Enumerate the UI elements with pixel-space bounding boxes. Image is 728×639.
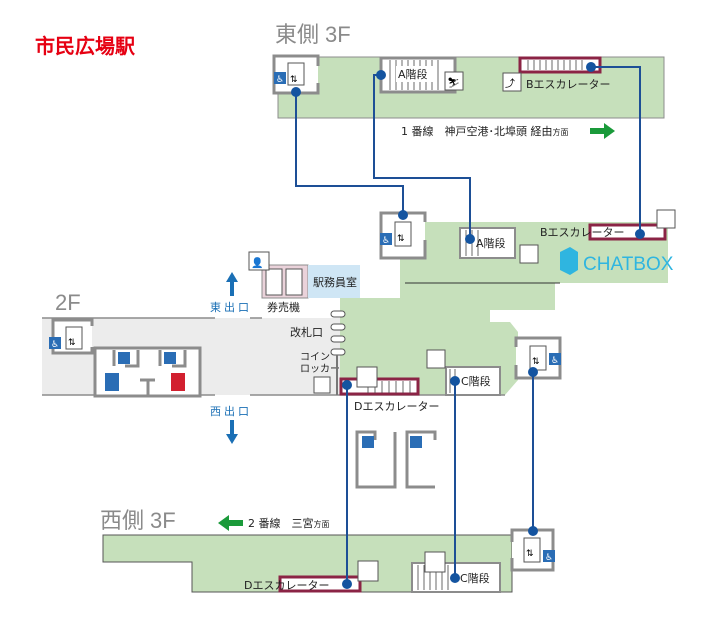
2f-escalator-d-label: Dエスカレーター bbox=[354, 400, 439, 413]
svg-text:⇅: ⇅ bbox=[68, 338, 76, 348]
2f-escalator-d[interactable]: Dエスカレーター bbox=[339, 366, 439, 413]
east-stairs-label: A階段 bbox=[398, 67, 428, 81]
2f-exit-west[interactable]: 西出口 bbox=[210, 404, 252, 444]
2f-stairs-a-label: A階段 bbox=[476, 236, 506, 250]
elevator-icon bbox=[529, 345, 547, 371]
gate-label: 改札口 bbox=[290, 325, 323, 339]
svg-text:⇅: ⇅ bbox=[532, 357, 540, 367]
escalator-icon bbox=[357, 560, 379, 582]
east-escalator-b[interactable]: ⤴ Bエスカレーター bbox=[502, 56, 611, 92]
svg-text:⇅: ⇅ bbox=[526, 549, 534, 559]
svg-text:♿: ♿ bbox=[276, 75, 284, 85]
ticket-label: 券売機 bbox=[267, 300, 300, 314]
wheelchair-icon bbox=[118, 352, 130, 364]
toilet-female-icon bbox=[171, 373, 185, 391]
ticket-gates bbox=[330, 310, 346, 356]
locker-icon bbox=[313, 376, 331, 394]
svg-text:♿: ♿ bbox=[551, 356, 559, 366]
svg-text:⇅: ⇅ bbox=[397, 234, 405, 244]
stairs-icon bbox=[424, 551, 446, 573]
escalator-icon bbox=[356, 366, 378, 388]
station-office bbox=[308, 265, 360, 298]
2f-escalator-b[interactable]: Bエスカレーター bbox=[540, 209, 676, 241]
wheelchair-icon bbox=[274, 72, 286, 84]
toilet-male-icon bbox=[105, 373, 119, 391]
east-direction-suffix: 方面 bbox=[553, 127, 569, 137]
west-direction: 2 番線 三宮 bbox=[248, 516, 314, 530]
2f-exit-east[interactable]: 東出口 bbox=[210, 272, 252, 314]
arrow-left-icon bbox=[218, 515, 243, 531]
elevator-icon bbox=[394, 221, 412, 247]
svg-text:2 番線 三宮方面: 2 番線 三宮方面 bbox=[248, 516, 330, 530]
west-escalator-d[interactable]: Dエスカレーター bbox=[244, 560, 379, 593]
west-floor-name: 西側 bbox=[100, 508, 144, 533]
west-floor-level: 3F bbox=[150, 508, 176, 533]
svg-text:⇅: ⇅ bbox=[290, 75, 298, 85]
2f-center-elevator[interactable]: ⇅ ♿ bbox=[379, 211, 427, 260]
exit-east-label: 東出口 bbox=[210, 300, 252, 314]
2f-floor-level: 2F bbox=[55, 290, 81, 315]
east-stairs-a[interactable]: A階段 ⛷ bbox=[379, 56, 464, 94]
locker-label-2: ロッカー bbox=[300, 363, 340, 375]
svg-text:⤴: ⤴ bbox=[505, 77, 515, 90]
arrow-up-icon bbox=[226, 272, 238, 296]
exit-west-label: 西出口 bbox=[210, 404, 252, 418]
stairs-icon bbox=[519, 244, 539, 264]
west-elevator[interactable]: ⇅ ♿ bbox=[510, 528, 555, 572]
office-label: 駅務員室 bbox=[313, 275, 357, 289]
elevator-icon bbox=[65, 326, 83, 350]
svg-text:♿: ♿ bbox=[51, 340, 59, 350]
2f-right-elevator[interactable]: ⇅ ♿ bbox=[514, 336, 562, 380]
arrow-right-icon bbox=[590, 123, 615, 139]
east-floor-level: 3F bbox=[325, 22, 351, 47]
svg-text:1 番線 神戸空港･北埠頭 経由方面: 1 番線 神戸空港･北埠頭 経由方面 bbox=[401, 124, 569, 138]
west-direction-suffix: 方面 bbox=[314, 519, 330, 529]
station-staff-icon bbox=[248, 251, 270, 271]
2f-escalator-b-label: Bエスカレーター bbox=[540, 226, 625, 239]
svg-text:♿: ♿ bbox=[545, 553, 553, 563]
west-escalator-label: Dエスカレーター bbox=[244, 579, 329, 592]
elevator-icon bbox=[523, 537, 541, 563]
east-direction: 1 番線 神戸空港･北埠頭 経由 bbox=[401, 124, 553, 138]
elevator-icon bbox=[287, 62, 305, 86]
2f-stairs-c-label: C階段 bbox=[461, 374, 491, 388]
chatbox-watermark: CHATBOX bbox=[560, 247, 674, 275]
locker-label-1: コイン bbox=[300, 352, 330, 363]
svg-text:♿: ♿ bbox=[382, 236, 390, 246]
svg-text:⛷: ⛷ bbox=[447, 77, 460, 89]
vertical-routes bbox=[291, 62, 645, 589]
escalator-icon bbox=[502, 72, 522, 92]
east-elevator[interactable]: ⇅ ♿ bbox=[272, 54, 320, 95]
2f-toilets[interactable] bbox=[93, 346, 202, 398]
arrow-down-icon bbox=[226, 420, 238, 444]
east-escalator-label: Bエスカレーター bbox=[526, 78, 611, 91]
west-stairs-c[interactable]: C階段 bbox=[411, 551, 501, 593]
svg-text:CHATBOX: CHATBOX bbox=[583, 254, 674, 275]
station-title: 市民広場駅 bbox=[35, 34, 135, 58]
2f-west-elevator[interactable]: ⇅ ♿ bbox=[49, 318, 94, 355]
stairs-icon bbox=[444, 71, 464, 91]
concourse-green bbox=[340, 222, 668, 395]
wheelchair-icon bbox=[543, 550, 555, 562]
wheelchair-icon bbox=[549, 353, 561, 365]
wheelchair-icon bbox=[362, 436, 374, 448]
east-floor-name: 東側 bbox=[275, 22, 319, 47]
stairs-icon bbox=[426, 349, 446, 369]
floor-2f: 2F 👤 駅務員室 券売機 改札口 コイン ロッカー 東出口 西出口 ⇅ bbox=[42, 209, 676, 489]
wheelchair-icon bbox=[164, 352, 176, 364]
west-stairs-label: C階段 bbox=[460, 571, 490, 585]
wheelchair-icon bbox=[410, 436, 422, 448]
escalator-icon bbox=[656, 209, 676, 229]
svg-text:👤: 👤 bbox=[251, 256, 263, 269]
wheelchair-icon bbox=[380, 233, 392, 245]
wheelchair-icon bbox=[49, 337, 61, 349]
center-accessible-toilets[interactable] bbox=[355, 430, 437, 489]
